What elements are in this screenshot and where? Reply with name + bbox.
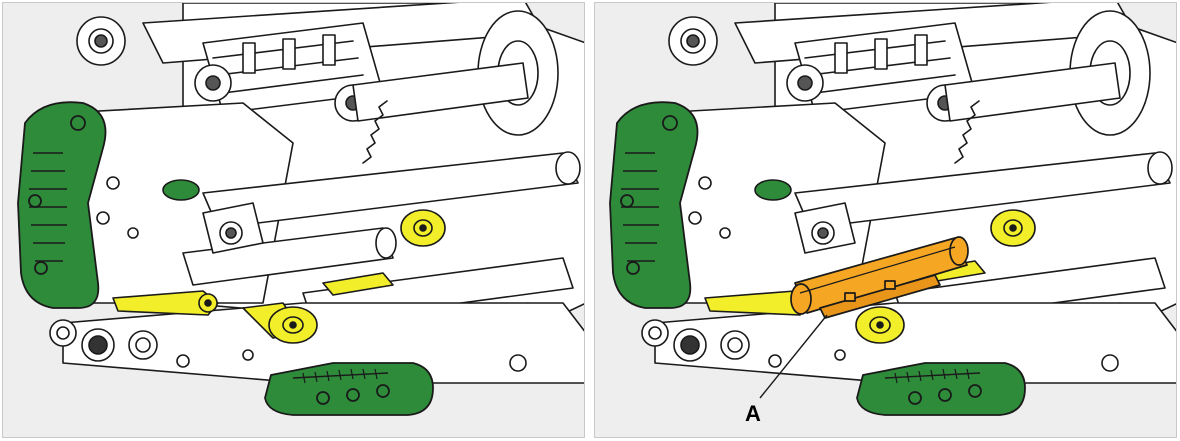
top-knob (668, 16, 718, 66)
yellow-roller-top (990, 209, 1036, 247)
tension-spring (954, 100, 980, 164)
drive-gear (49, 319, 158, 362)
green-lever-bottom (264, 362, 434, 416)
green-knob-small (754, 179, 792, 201)
yellow-bracket-left (112, 290, 219, 316)
top-knob (76, 16, 126, 66)
base-plate (62, 302, 584, 384)
main-roller-middle (182, 227, 394, 286)
callout-label-a: A (745, 401, 761, 426)
green-knob-small (162, 179, 200, 201)
yellow-roller-top (400, 209, 446, 247)
yellow-roller-bottom (268, 306, 318, 344)
mechanism-drawing-after (609, 3, 1176, 416)
tension-spring (362, 100, 388, 164)
highlighted-part-a (790, 236, 969, 319)
green-lever-left (609, 101, 699, 309)
green-lever-left (17, 101, 107, 309)
panel-before (2, 2, 585, 438)
base-plate (654, 302, 1176, 384)
yellow-roller-bottom (855, 306, 905, 344)
drive-gear (641, 319, 750, 362)
panel-after: A (594, 2, 1177, 438)
callout-leader-line (759, 314, 828, 399)
green-lever-bottom (856, 362, 1026, 416)
mechanism-drawing-before (17, 3, 584, 416)
